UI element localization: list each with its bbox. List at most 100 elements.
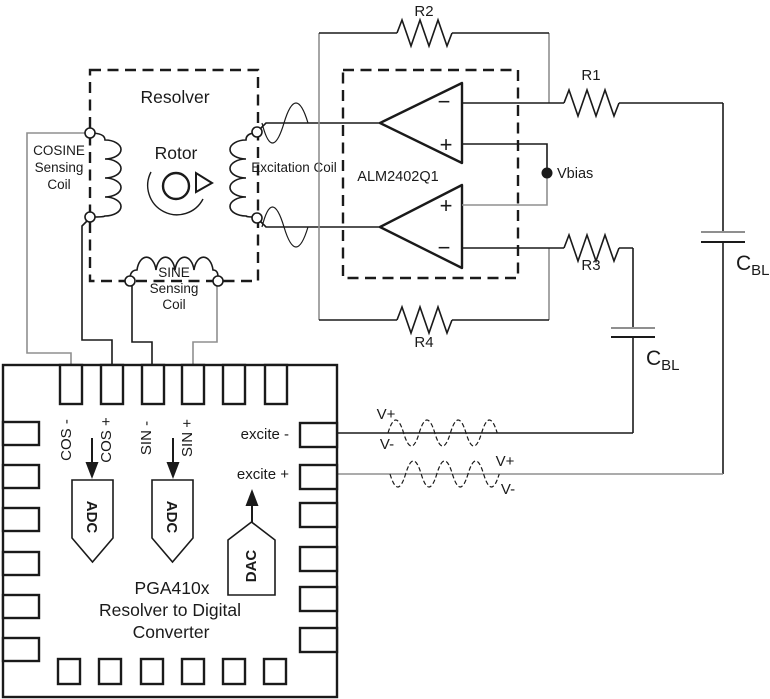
cbl-mid-subscript: BL xyxy=(661,357,679,374)
pin-top-4-sin-plus xyxy=(180,363,206,406)
pin-top-1-cos-minus xyxy=(58,363,84,406)
resistor-r4-zigzag xyxy=(396,304,453,336)
pin-bottom-4 xyxy=(180,657,206,686)
cbl-right-subscript: BL xyxy=(751,262,769,279)
adc1-input-arrow xyxy=(85,438,99,479)
excite-minus-vplus-label: V+ xyxy=(377,406,396,423)
resistor-r1-label: R1 xyxy=(581,67,600,84)
resistor-r3: R3 xyxy=(462,232,633,274)
cbl-mid-symbol: C xyxy=(646,347,661,370)
adc2-input-arrow xyxy=(166,438,180,479)
sine-squiggle-excite-plus xyxy=(389,460,500,488)
terminal-cosine-top xyxy=(84,127,96,139)
excite-minus-vminus-label: V- xyxy=(380,436,394,453)
cosine-coil-label-3: Coil xyxy=(47,177,70,192)
resistor-r2-label: R2 xyxy=(414,3,433,20)
excite-plus-vminus-label: V- xyxy=(501,481,515,498)
excitation-coil-winding xyxy=(229,132,257,218)
terminal-sine-right xyxy=(212,275,224,287)
pin-top-2-cos-plus xyxy=(99,363,125,406)
chip-excite-minus-label: excite - xyxy=(241,426,289,443)
wire-vbias-upper xyxy=(462,143,548,173)
capacitor-cbl-middle: CBL xyxy=(611,248,680,433)
sine-squiggle-excitation-top xyxy=(261,102,309,144)
sine-squiggle-excite-minus xyxy=(387,419,498,447)
resistor-r4: R4 xyxy=(319,304,549,351)
sine-coil-label-3: Coil xyxy=(162,297,185,312)
amplifier-block: ALM2402Q1 − + + − Vbias xyxy=(258,68,593,280)
adc-block-2-label: ADC xyxy=(163,501,180,534)
wire-cos-minus xyxy=(26,132,85,365)
cbl-mid-label: CBL xyxy=(646,347,680,374)
pin-top-6 xyxy=(263,363,289,406)
chip-pin-label-cos-plus: COS + xyxy=(98,417,115,463)
terminal-sine-left xyxy=(124,275,136,287)
pin-bottom-2 xyxy=(97,657,123,686)
dac-output-arrow xyxy=(245,489,259,522)
opamp-top xyxy=(378,81,464,165)
pin-left-1 xyxy=(1,420,41,447)
opamp-bottom xyxy=(378,183,464,270)
resistor-r2: R2 xyxy=(319,3,549,49)
pga410x-chip: COS - COS + SIN - SIN + ADC ADC DAC exci… xyxy=(1,363,339,699)
chip-description-line2: Converter xyxy=(133,622,210,642)
terminal-excitation-top xyxy=(251,126,263,138)
sine-coil-winding xyxy=(129,256,219,278)
coil-wires xyxy=(26,132,218,365)
chip-part-number: PGA410x xyxy=(135,578,210,598)
wire-opamp-top-output xyxy=(258,122,380,131)
terminal-excitation-bottom xyxy=(251,212,263,224)
chip-pin-label-sin-minus: SIN - xyxy=(138,421,155,455)
resistor-r3-label: R3 xyxy=(581,257,600,274)
pin-right-5 xyxy=(298,585,339,613)
resolver-dashed-box xyxy=(88,68,260,283)
cbl-right-symbol: C xyxy=(736,252,751,275)
pin-right-4 xyxy=(298,545,339,573)
vbias-junction-dot xyxy=(541,167,553,179)
cosine-coil-label-1: COSINE xyxy=(33,143,85,158)
resistor-r4-label: R4 xyxy=(414,334,433,351)
excite-signal-lines: V+ V- V+ V- xyxy=(337,406,723,498)
resolver-title: Resolver xyxy=(140,87,209,107)
resistor-r3-zigzag xyxy=(563,232,620,264)
pin-bottom-1 xyxy=(56,657,82,686)
cbl-right-label: CBL xyxy=(736,252,770,279)
adc-block-1 xyxy=(71,479,114,564)
adc-block-2 xyxy=(151,479,194,564)
wire-sin-plus xyxy=(192,286,218,365)
adc1-arrow-head xyxy=(85,462,99,479)
cosine-coil-label-2: Sensing xyxy=(35,160,84,175)
opamp-top-plus-sign: + xyxy=(440,132,453,157)
alm-dashed-box xyxy=(341,68,520,280)
coil-terminals xyxy=(84,126,263,287)
sine-coil-label-2: Sensing xyxy=(150,281,199,296)
opamp-bottom-plus-sign: + xyxy=(440,193,453,218)
resolver-block: Resolver Rotor COSINE Sensing Coil Excit… xyxy=(33,68,337,312)
sine-coil-label-1: SINE xyxy=(158,265,190,280)
excitation-coil-label: Excitation Coil xyxy=(251,160,337,175)
dac-arrow-head xyxy=(245,489,259,506)
rotor-rotation-arc xyxy=(147,171,204,216)
amplifier-name: ALM2402Q1 xyxy=(357,169,438,185)
adc2-arrow-head xyxy=(166,462,180,479)
rotor-label: Rotor xyxy=(155,143,198,163)
chip-pin-label-cos-minus: COS - xyxy=(58,419,75,461)
pin-right-6 xyxy=(298,626,339,654)
vbias-label: Vbias xyxy=(557,166,593,182)
wire-cos-plus xyxy=(81,219,113,365)
pin-bottom-6 xyxy=(262,657,288,686)
pin-top-5 xyxy=(221,363,247,406)
resistor-r2-zigzag xyxy=(396,17,453,49)
chip-excite-plus-label: excite + xyxy=(237,466,289,483)
chip-description-line1: Resolver to Digital xyxy=(99,600,241,620)
excite-plus-vplus-label: V+ xyxy=(496,453,515,470)
pin-left-3 xyxy=(1,506,41,533)
pin-bottom-3 xyxy=(139,657,165,686)
cosine-coil-winding xyxy=(89,132,122,218)
terminal-cosine-bottom xyxy=(84,211,96,223)
pin-left-2 xyxy=(1,463,41,490)
dac-block-label: DAC xyxy=(243,550,260,583)
opamp-top-minus-sign: − xyxy=(438,89,451,114)
